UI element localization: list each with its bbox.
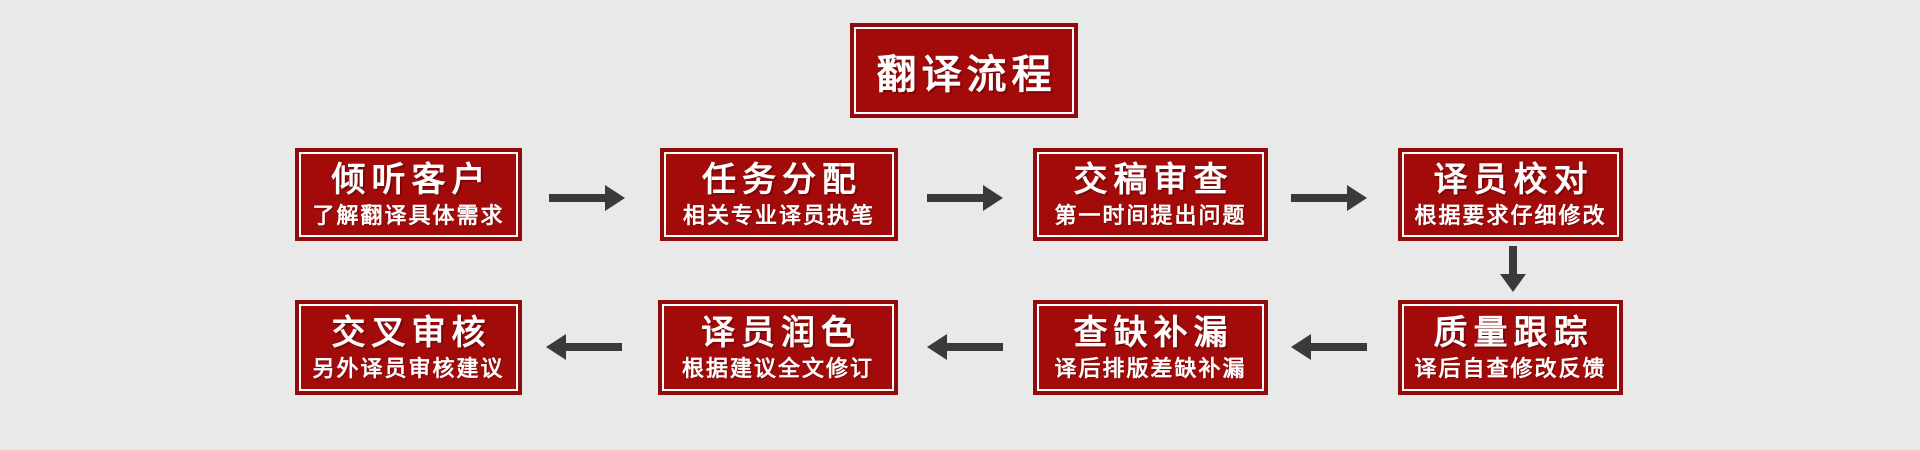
step-box-draft-review: 交稿审查 第一时间提出问题 [1033,148,1268,241]
step-subtitle: 根据要求仔细修改 [1414,202,1607,228]
step-subtitle: 根据建议全文修订 [681,355,874,381]
step-box-cross-review: 交叉审核 另外译员审核建议 [295,300,522,395]
step-title: 查缺补漏 [1073,313,1234,352]
arrow-right-icon [1291,183,1367,213]
step-subtitle: 第一时间提出问题 [1054,202,1247,228]
step-subtitle: 了解翻译具体需求 [312,202,505,228]
step-subtitle: 另外译员审核建议 [312,355,505,381]
step-title: 任务分配 [702,160,862,199]
step-subtitle: 相关专业译员执笔 [682,202,875,228]
step-title: 质量跟踪 [1433,313,1594,352]
step-box-gap-filling: 查缺补漏 译后排版差缺补漏 [1033,300,1268,395]
step-title: 倾听客户 [331,160,492,199]
arrow-left-icon [1291,332,1367,362]
step-title: 译员润色 [701,313,861,352]
arrow-right-icon [927,183,1003,213]
step-box-translator-proofread: 译员校对 根据要求仔细修改 [1398,148,1623,241]
step-box-quality-tracking: 质量跟踪 译后自查修改反馈 [1398,300,1623,395]
step-box-task-assignment: 任务分配 相关专业译员执笔 [660,148,898,241]
arrow-left-icon [927,332,1003,362]
step-subtitle: 译后自查修改反馈 [1414,355,1607,381]
arrow-down-icon [1498,246,1528,292]
step-title: 译员校对 [1433,160,1594,199]
arrow-right-icon [549,183,625,213]
flow-title-box: 翻译流程 [850,23,1078,118]
step-title: 交稿审查 [1073,160,1234,199]
step-subtitle: 译后排版差缺补漏 [1054,355,1247,381]
flow-title-box-inner: 翻译流程 [854,27,1074,114]
arrow-left-icon [546,332,622,362]
step-box-translator-polish: 译员润色 根据建议全文修订 [658,300,898,395]
step-box-listen-client: 倾听客户 了解翻译具体需求 [295,148,522,241]
flow-title: 翻译流程 [876,52,1057,97]
step-title: 交叉审核 [331,313,492,352]
